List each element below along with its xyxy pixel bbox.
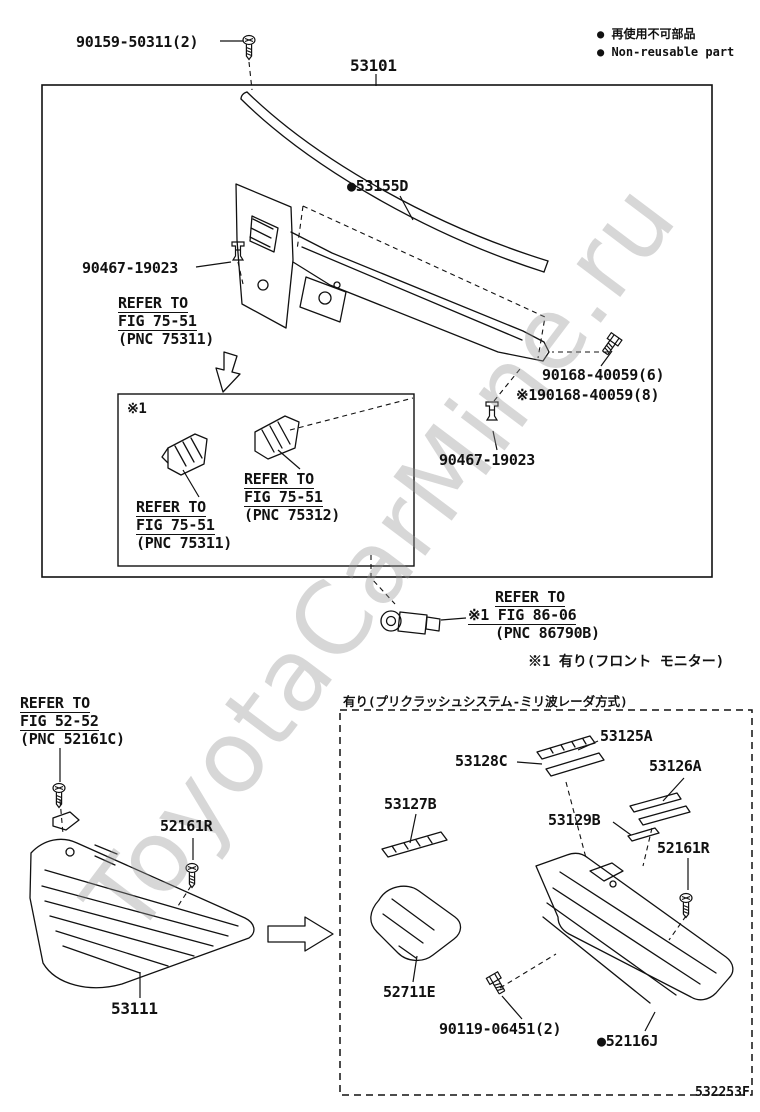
down-arrow-icon xyxy=(215,351,241,393)
callout-53111: 53111 xyxy=(111,999,158,1018)
refer-fig-75-51-c: REFER TO FIG 75-51 (PNC 75311) xyxy=(136,498,233,552)
inset-bracket-75312 xyxy=(254,415,300,460)
refer-fig-75-51-b: REFER TO FIG 75-51 (PNC 75312) xyxy=(244,470,341,524)
callout-53101: 53101 xyxy=(350,56,397,75)
callout-53129b: 53129B xyxy=(548,811,601,829)
front-monitor-note: ※1 有り(フロント モニター) xyxy=(528,654,725,670)
radar-brace-53126a xyxy=(629,792,691,826)
callout-52116j: ●52116J xyxy=(597,1032,659,1050)
callout-53127b: 53127B xyxy=(384,795,437,813)
callout-53128c: 53128C xyxy=(455,752,508,770)
callout-90119-06451: 90119-06451(2) xyxy=(439,1020,562,1038)
right-arrow-icon xyxy=(267,916,334,952)
callout-90159-50311: 90159-50311(2) xyxy=(76,33,199,51)
clip-icon xyxy=(485,401,499,421)
radar-brace-53125a-53128c xyxy=(536,735,605,777)
radiator-grille-53111 xyxy=(29,811,255,989)
screw-icon xyxy=(242,34,256,61)
leader-lines xyxy=(59,40,689,1032)
radar-brace-53127b xyxy=(381,831,448,858)
callout-52161r-right: 52161R xyxy=(657,839,710,857)
inset-bracket-75311 xyxy=(161,433,208,476)
lower-radiator-cover-52116j xyxy=(535,852,734,1004)
screw-icon xyxy=(679,892,693,919)
variant-inset-frame xyxy=(117,393,415,567)
inset-variant-mark: ※1 xyxy=(127,401,147,417)
callout-90467-19023-b: 90467-19023 xyxy=(439,451,536,469)
precrash-option-frame xyxy=(339,709,753,1096)
callout-90467-19023-a: 90467-19023 xyxy=(82,259,179,277)
main-assembly-frame xyxy=(41,84,713,578)
screw-icon xyxy=(52,782,66,809)
hood-weatherstrip-53101 xyxy=(240,91,549,273)
callout-90168-40059-6: 90168-40059(6) xyxy=(542,366,665,384)
legend-non-reusable-en: ● Non-reusable part xyxy=(597,45,735,59)
radar-brace-53129b xyxy=(627,827,660,842)
bolt-icon xyxy=(485,971,509,997)
callout-53155d: ●53155D xyxy=(347,177,409,195)
radiator-support-assembly xyxy=(235,183,550,362)
legend-non-reusable-jp: ● 再使用不可部品 xyxy=(597,27,696,41)
callout-90168-40059-8: ※190168-40059(8) xyxy=(516,386,660,404)
refer-fig-75-51-a: REFER TO FIG 75-51 (PNC 75311) xyxy=(118,294,215,348)
callout-53126a: 53126A xyxy=(649,757,702,775)
figure-code: 532253F xyxy=(695,1085,750,1100)
legend: ● 再使用不可部品 ● Non-reusable part xyxy=(597,25,734,61)
refer-fig-86-06: REFER TO ※1 FIG 86-06 (PNC 86790B) xyxy=(468,588,600,642)
front-camera-sensor-86790b xyxy=(380,610,441,635)
sensor-bracket-52711e xyxy=(370,885,462,962)
callout-53125a: 53125A xyxy=(600,727,653,745)
callout-52711e: 52711E xyxy=(383,983,436,1001)
precrash-system-note: 有り(プリクラッシュシステム-ミリ波レーダ方式) xyxy=(343,694,628,709)
screw-icon xyxy=(185,862,199,889)
refer-fig-52-52: REFER TO FIG 52-52 (PNC 52161C) xyxy=(20,694,125,748)
callout-52161r-left: 52161R xyxy=(160,817,213,835)
